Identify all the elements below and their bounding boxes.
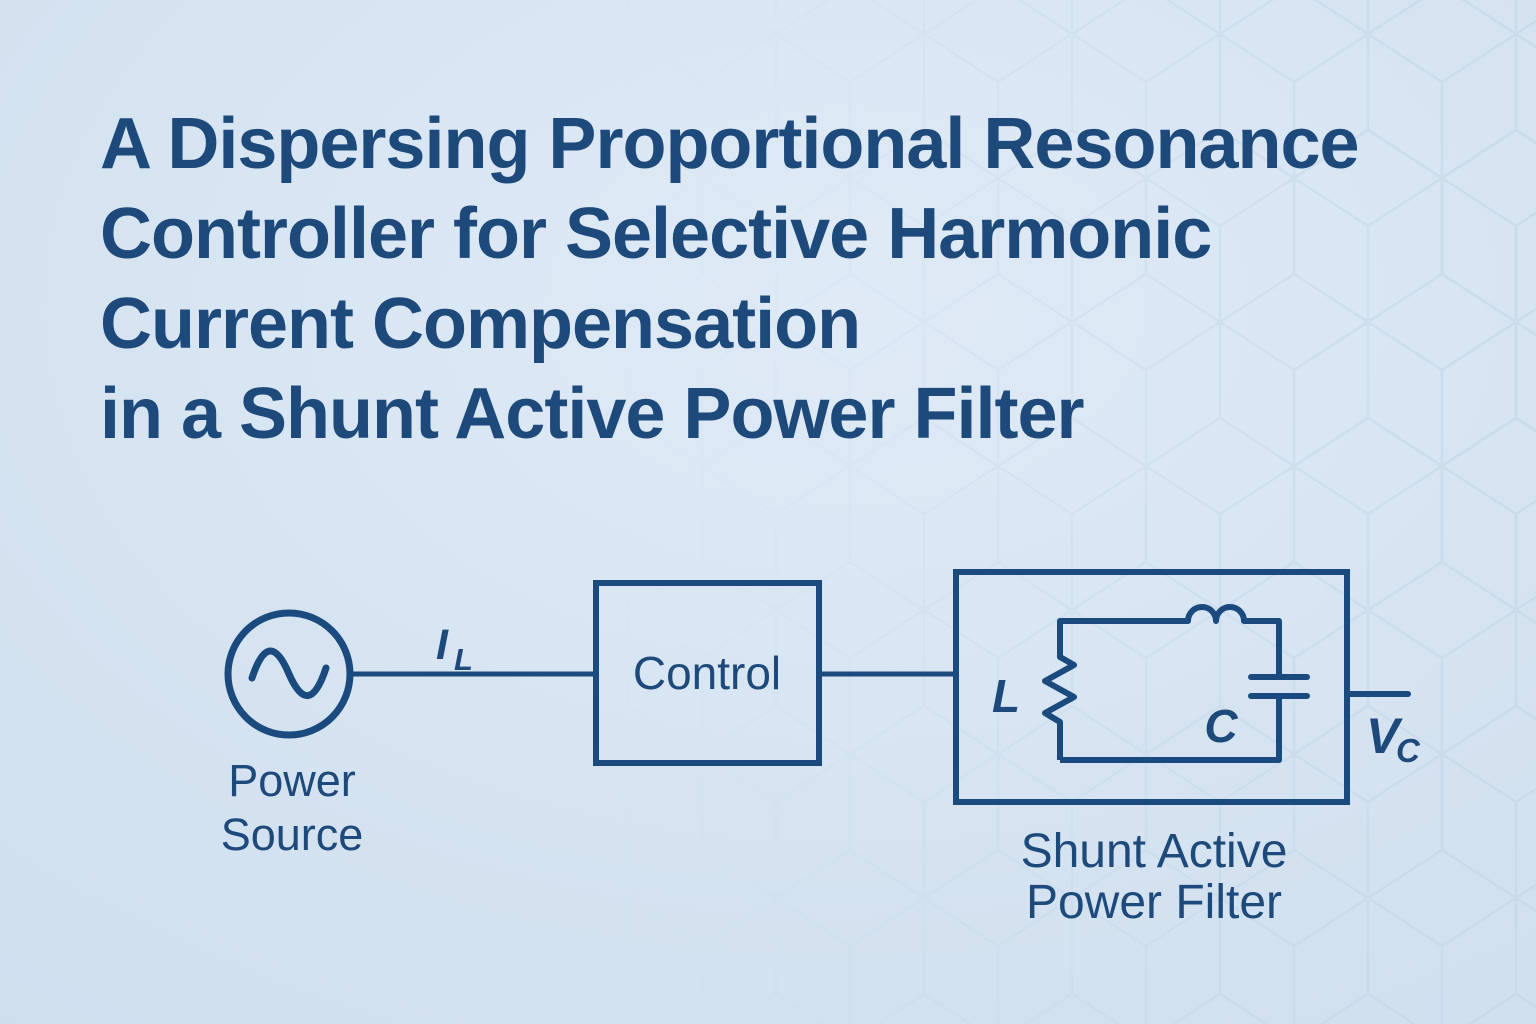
output-voltage-label: V C [1366,708,1421,769]
lc-loop-inductor-path [1042,604,1282,760]
load-current-label: I L [436,621,473,677]
lc-loop-bottom-path [1060,699,1282,763]
sine-wave-icon [248,647,330,699]
lc-network: L C [992,604,1310,763]
filter-caption-line1: Shunt Active [1021,825,1288,878]
title-line-2: Controller for Selective Harmonic [100,194,1212,274]
output-voltage-base: V [1366,708,1403,764]
capacitor-label: C [1204,700,1238,752]
load-current-base: I [436,621,449,669]
power-source-label-line2: Source [221,809,364,860]
filter-caption-line2: Power Filter [1026,876,1282,929]
page-title: A Dispersing Proportional Resonance Cont… [100,99,1500,459]
power-source-label: Power Source [221,755,364,860]
control-box-label: Control [633,647,781,699]
title-line-4: in a Shunt Active Power Filter [100,374,1085,454]
ac-source-icon [224,609,354,739]
title-line-3: Current Compensation [100,284,861,364]
load-current-subscript: L [454,642,473,677]
filter-caption: Shunt Active Power Filter [1021,825,1288,929]
power-source-label-line1: Power [228,755,356,806]
output-voltage-subscript: C [1396,732,1421,769]
title-line-1: A Dispersing Proportional Resonance [100,104,1360,184]
filter-box [953,569,1350,805]
inductor-label: L [992,670,1020,722]
